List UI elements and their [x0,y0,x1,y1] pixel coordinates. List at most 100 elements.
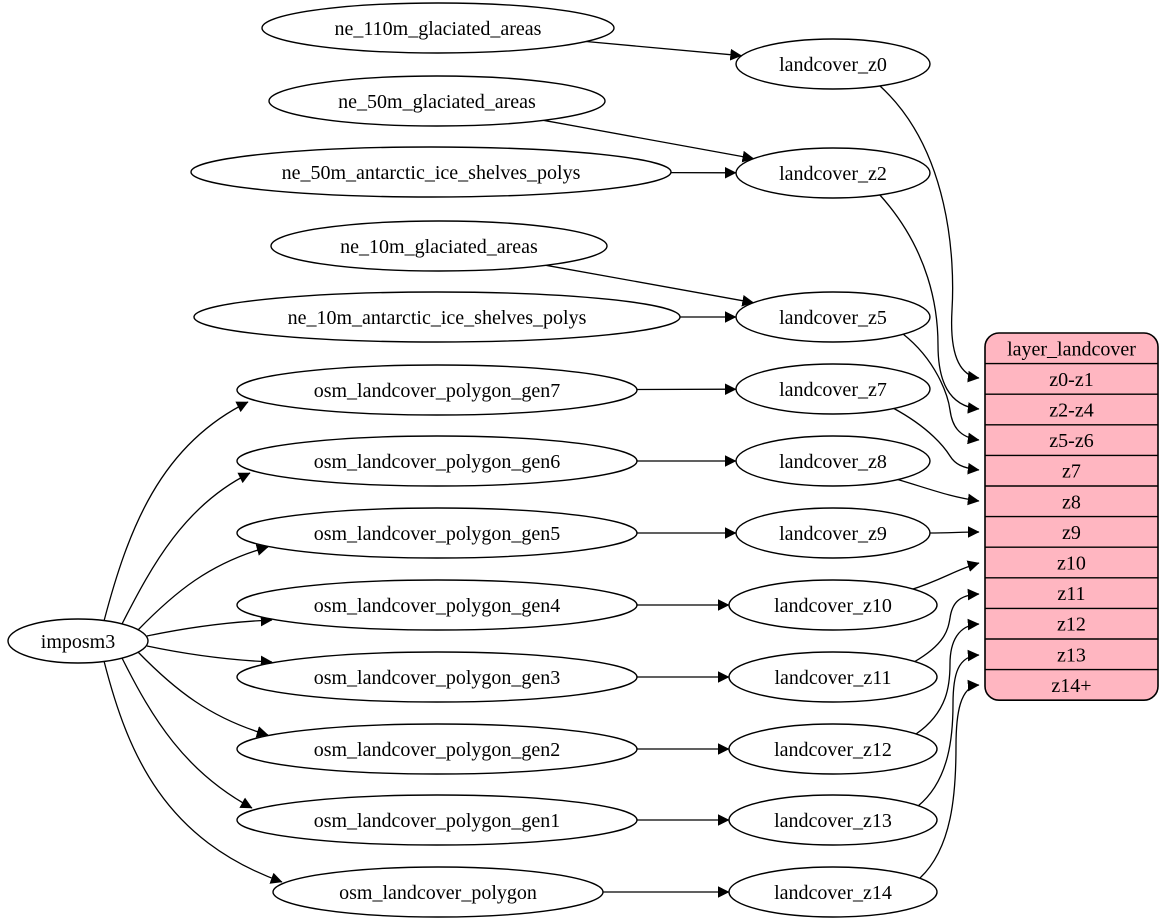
node-landcover_z7: landcover_z7 [735,363,931,415]
node-label: landcover_z0 [779,54,887,76]
node-label: landcover_z5 [779,307,887,329]
node-osm_landcover_polygon_gen1: osm_landcover_polygon_gen1 [236,794,638,846]
node-ne_110m_glaciated_areas: ne_110m_glaciated_areas [261,2,615,54]
node-label: osm_landcover_polygon_gen5 [314,523,561,545]
node-ellipse [728,651,938,703]
node-osm_landcover_polygon: osm_landcover_polygon [272,866,604,918]
node-ellipse [735,147,931,199]
table-row-label: z10 [1057,553,1086,575]
node-label: ne_110m_glaciated_areas [335,18,542,40]
node-landcover_z8: landcover_z8 [735,435,931,487]
node-label: landcover_z10 [774,595,892,617]
node-label: ne_10m_glaciated_areas [340,236,538,258]
node-ellipse [236,794,638,846]
table-layer_landcover: layer_landcover z0-z1 z2-z4 z5-z6 z7 z8 z9 z10 z… [984,332,1159,702]
node-ne_10m_glaciated_areas: ne_10m_glaciated_areas [270,220,608,272]
node-ellipse [735,435,931,487]
node-label: osm_landcover_polygon_gen4 [314,595,561,617]
node-landcover_z14: landcover_z14 [728,866,938,918]
table-row-label: z13 [1057,644,1086,666]
node-ne_50m_glaciated_areas: ne_50m_glaciated_areas [268,75,606,127]
edge-imposm3-to-osm_landcover_polygon_gen3 [146,645,273,668]
node-imposm3: imposm3 [7,618,149,664]
edge-landcover_z12-to-z12 [915,618,980,735]
edge-landcover_z11-to-z11 [913,588,980,663]
node-label: osm_landcover_polygon_gen6 [314,451,561,473]
node-label: osm_landcover_polygon_gen2 [314,739,561,761]
node-landcover_z12: landcover_z12 [728,723,938,775]
table-row-label: z5-z6 [1049,430,1093,452]
node-ellipse [272,866,604,918]
node-landcover_z11: landcover_z11 [728,651,938,703]
node-ellipse [728,723,938,775]
edge-imposm3-to-osm_landcover_polygon_gen4 [146,614,273,637]
node-osm_landcover_polygon_gen5: osm_landcover_polygon_gen5 [236,507,638,559]
table-row-label: z0-z1 [1049,369,1093,391]
edge-landcover_z0-to-z0-z1 [879,85,980,383]
node-landcover_z13: landcover_z13 [728,794,938,846]
edge-imposm3-to-osm_landcover_polygon_gen2 [137,651,269,738]
edge-landcover_z13-to-z13 [917,649,980,807]
node-label: imposm3 [41,631,115,653]
node-ellipse [728,794,938,846]
table-row-label: z14+ [1051,675,1091,697]
node-ellipse [270,220,608,272]
table-title: layer_landcover [1007,338,1136,360]
node-osm_landcover_polygon_gen3: osm_landcover_polygon_gen3 [236,651,638,703]
edge-landcover_z5-to-z5-z6 [902,333,980,445]
edge-ne_10m_glaciated_areas-to-landcover_z5 [545,264,755,307]
node-ellipse [735,291,931,343]
node-osm_landcover_polygon_gen2: osm_landcover_polygon_gen2 [236,723,638,775]
node-label: osm_landcover_polygon_gen1 [314,810,561,832]
node-ellipse [236,435,638,487]
edge-landcover_z2-to-z2-z4 [878,193,980,414]
edge-ne_50m_glaciated_areas-to-landcover_z2 [543,119,755,163]
node-osm_landcover_polygon_gen4: osm_landcover_polygon_gen4 [236,579,638,631]
table-row-label: z12 [1057,614,1086,636]
edge-imposm3-to-osm_landcover_polygon_gen7 [103,401,249,622]
node-label: osm_landcover_polygon [339,882,537,904]
node-label: ne_50m_antarctic_ice_shelves_polys [282,162,581,184]
edge-imposm3-to-osm_landcover_polygon [103,660,283,884]
node-landcover_z0: landcover_z0 [735,38,931,90]
node-label: osm_landcover_polygon_gen7 [314,380,561,402]
edge-imposm3-to-osm_landcover_polygon_gen6 [121,472,251,625]
node-label: landcover_z13 [774,810,892,832]
node-landcover_z10: landcover_z10 [728,579,938,631]
node-label: landcover_z7 [779,379,887,401]
node-ellipse [728,866,938,918]
node-ellipse [728,579,938,631]
node-landcover_z5: landcover_z5 [735,291,931,343]
edge-landcover_z14-to-z14+ [919,679,980,879]
node-ellipse [236,364,638,416]
node-label: landcover_z8 [779,451,887,473]
node-ellipse [236,651,638,703]
table-row-label: z11 [1057,583,1085,605]
node-ellipse [190,146,672,198]
table-row-label: z9 [1062,522,1081,544]
node-osm_landcover_polygon_gen6: osm_landcover_polygon_gen6 [236,435,638,487]
node-ellipse [193,291,681,343]
node-ellipse [236,507,638,559]
table-row-label: z7 [1062,461,1081,483]
node-label: landcover_z2 [779,163,887,185]
node-label: landcover_z9 [779,523,887,545]
node-label: landcover_z11 [775,667,892,689]
node-ellipse [735,507,931,559]
edge-imposm3-to-osm_landcover_polygon_gen1 [121,657,253,809]
edge-landcover_z9-to-z9 [929,526,980,538]
node-landcover_z2: landcover_z2 [735,147,931,199]
node-ellipse [261,2,615,54]
node-label: ne_10m_antarctic_ice_shelves_polys [288,307,587,329]
edges [103,40,980,898]
node-ellipse [735,363,931,415]
edge-landcover_z8-to-z8 [895,478,980,506]
edge-imposm3-to-osm_landcover_polygon_gen5 [137,544,269,631]
table-row-label: z8 [1062,491,1081,513]
node-osm_landcover_polygon_gen7: osm_landcover_polygon_gen7 [236,364,638,416]
node-ellipse [735,38,931,90]
node-label: osm_landcover_polygon_gen3 [314,667,561,689]
table-row-label: z2-z4 [1049,400,1093,422]
